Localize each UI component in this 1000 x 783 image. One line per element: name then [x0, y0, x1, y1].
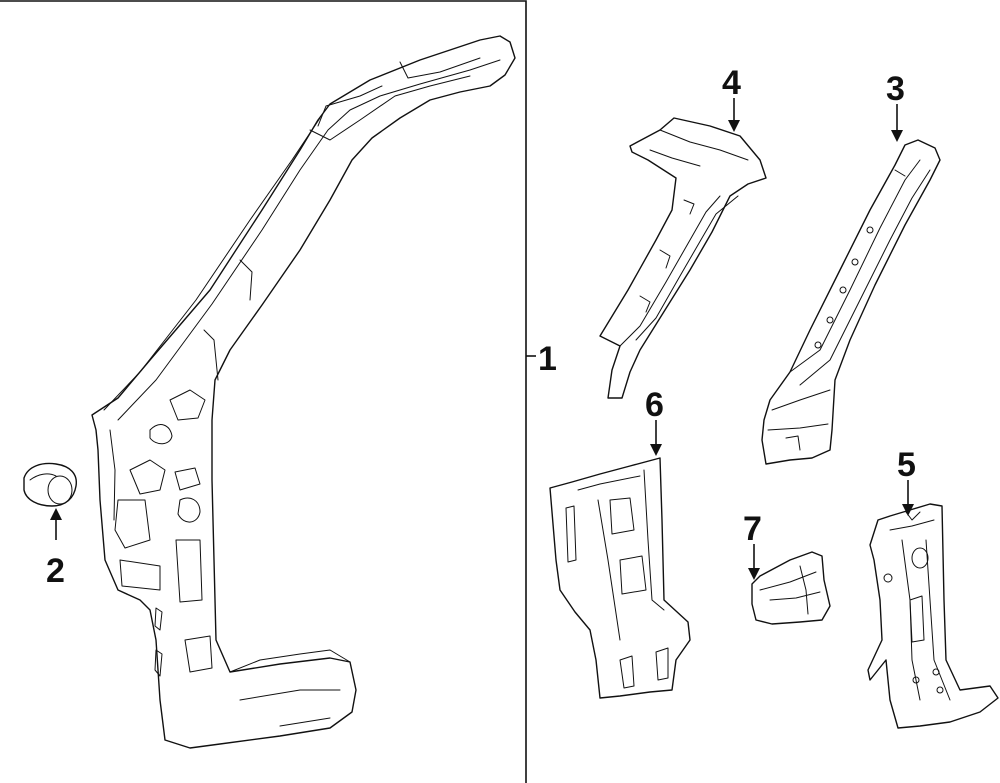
assembly-frame [0, 0, 536, 783]
callout-7[interactable]: 7 [743, 510, 762, 548]
part-5-lower-pillar[interactable] [867, 503, 999, 729]
callout-2[interactable]: 2 [46, 552, 65, 590]
part-6-lower-inner-pillar[interactable] [549, 457, 691, 699]
callout-3[interactable]: 3 [886, 70, 905, 108]
callout-5[interactable]: 5 [897, 446, 916, 484]
part-3-pillar-reinforcement[interactable] [761, 139, 941, 465]
part-2-plug[interactable] [23, 462, 77, 507]
callout-6[interactable]: 6 [645, 386, 664, 424]
callout-1[interactable]: 1 [538, 340, 557, 378]
part-1-pillar-assembly[interactable] [91, 35, 516, 749]
callout-labels: 1 2 3 4 5 6 7 [46, 64, 916, 590]
leader-lines [50, 98, 914, 580]
part-7-bracket[interactable] [751, 551, 831, 625]
part-4-inner-pillar[interactable] [599, 117, 767, 399]
callout-4[interactable]: 4 [722, 64, 741, 102]
